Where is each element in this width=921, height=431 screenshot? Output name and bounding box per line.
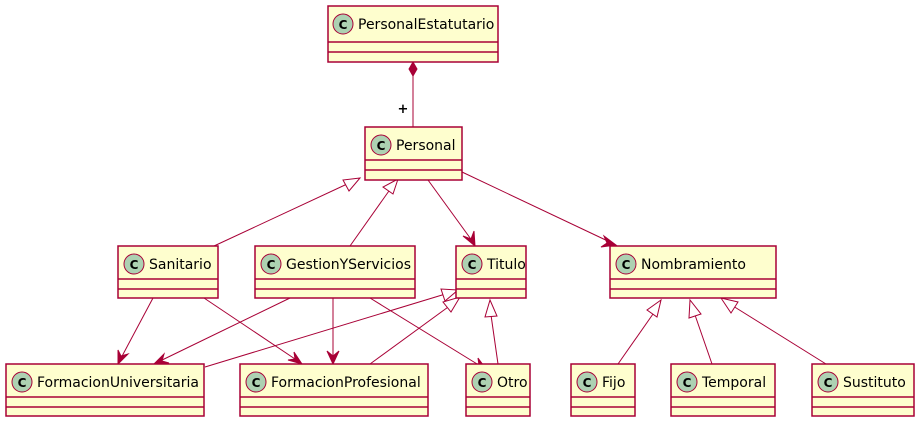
association-arrowhead (117, 349, 130, 366)
class-name: Sanitario (149, 257, 212, 273)
class-gestion-y-servicios[interactable]: C GestionYServicios (254, 245, 416, 299)
class-personal-estatutario[interactable]: C PersonalEstatutario (327, 5, 499, 63)
class-name: Temporal (701, 375, 766, 391)
generalization-arrowhead (688, 298, 702, 319)
class-icon-letter: C (683, 376, 692, 390)
generalization-arrowhead (382, 177, 399, 195)
composition-multiplicity-label: + (398, 102, 409, 117)
class-name: Otro (497, 375, 528, 391)
class-icon (370, 134, 392, 156)
generalization-line-gestion-personal (349, 180, 397, 247)
class-icon-letter: C (377, 139, 386, 153)
class-formacion-universitaria[interactable]: C FormacionUniversitaria (5, 363, 205, 417)
generalization-arrowhead (719, 297, 739, 314)
class-icon (123, 253, 145, 275)
class-name: Fijo (602, 375, 625, 391)
association-arrowhead (152, 352, 170, 365)
class-icon-letter: C (252, 376, 261, 390)
class-sustituto[interactable]: C Sustituto (811, 363, 915, 417)
class-titulo[interactable]: C Titulo (455, 245, 527, 299)
class-icon (260, 253, 282, 275)
association-arrowhead (462, 230, 476, 248)
class-icon-letter: C (583, 376, 592, 390)
generalization-arrowhead (342, 177, 362, 192)
class-name: Personal (396, 138, 456, 154)
generalization-line-sanitario-personal (213, 177, 361, 247)
class-otro[interactable]: C Otro (465, 363, 531, 417)
class-nombramiento[interactable]: C Nombramiento (609, 245, 777, 299)
class-icon (245, 371, 267, 393)
association-line-gestion-otro (369, 297, 483, 368)
generalization-arrowhead (440, 288, 460, 302)
generalization-line-formacionuniversitaria-titulo (204, 291, 453, 368)
association-line-sanitario-formacionprofesional (203, 297, 299, 362)
generalization-line-fijo-nombramiento (617, 313, 654, 365)
generalization-line-otro-titulo (490, 314, 499, 365)
association-line-gestion-formacionuniversitaria (157, 297, 291, 363)
class-icon (676, 371, 698, 393)
class-name: Titulo (486, 257, 526, 273)
class-icon-letter: C (478, 376, 487, 390)
class-personal[interactable]: C Personal (364, 126, 463, 181)
class-icon-letter: C (18, 376, 27, 390)
generalization-arrowhead (484, 298, 498, 318)
class-name: FormacionProfesional (271, 375, 421, 391)
generalization-arrowhead (442, 296, 462, 313)
relations: + (117, 60, 827, 370)
class-icon-letter: C (622, 258, 631, 272)
composition-diamond (408, 60, 418, 78)
generalization-arrowhead (646, 298, 662, 318)
association-line-personal-titulo (427, 179, 474, 243)
association-arrowhead (326, 350, 340, 366)
association-line-sanitario-formacionuniversitaria (119, 297, 154, 361)
class-fijo[interactable]: C Fijo (570, 363, 636, 417)
class-icon-letter: C (339, 18, 348, 32)
class-icon (11, 371, 33, 393)
class-sanitario[interactable]: C Sanitario (117, 245, 219, 299)
class-name: GestionYServicios (286, 257, 411, 273)
class-name: Nombramiento (641, 257, 746, 273)
association-arrowhead (600, 234, 618, 248)
class-icon (615, 253, 637, 275)
class-icon (576, 371, 598, 393)
class-icon-letter: C (824, 376, 833, 390)
class-icon (461, 253, 483, 275)
class-temporal[interactable]: C Temporal (670, 363, 776, 417)
association-arrowhead (287, 351, 304, 365)
class-icon-letter: C (468, 258, 477, 272)
class-icon-letter: C (130, 258, 139, 272)
class-icon-letter: C (267, 258, 276, 272)
class-icon (817, 371, 839, 393)
class-icon (471, 371, 493, 393)
class-icon (332, 13, 354, 35)
class-name: PersonalEstatutario (358, 17, 494, 33)
generalization-line-sustituto-nombramiento (732, 305, 827, 365)
generalization-line-temporal-nombramiento (694, 314, 713, 365)
association-line-personal-nombramiento (461, 171, 613, 244)
generalization-line-formacionprofesional-titulo (369, 301, 456, 365)
class-name: Sustituto (843, 375, 906, 391)
class-name: FormacionUniversitaria (37, 375, 199, 391)
class-formacion-profesional[interactable]: C FormacionProfesional (239, 363, 429, 417)
